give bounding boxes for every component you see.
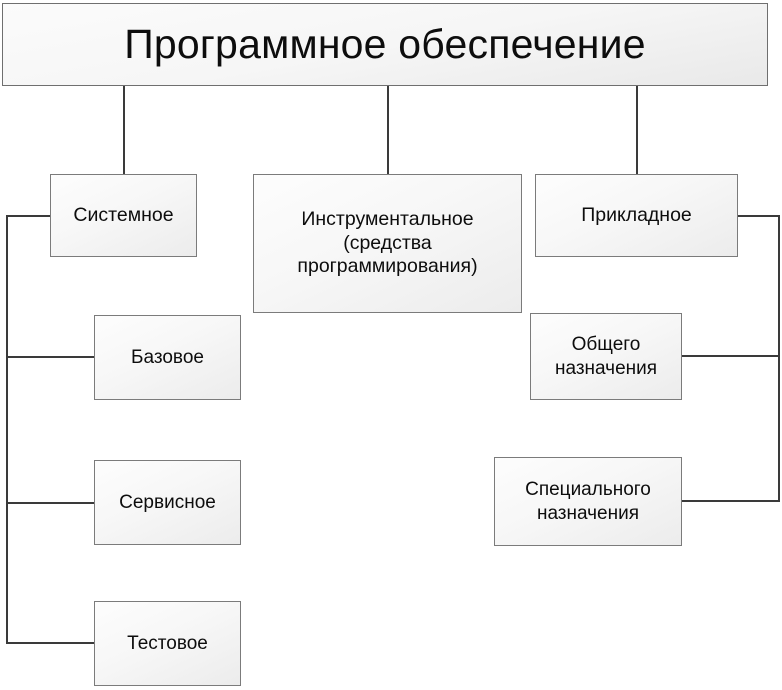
node-system-software: Системное — [50, 174, 197, 257]
right-bracket-branch-general — [681, 355, 780, 357]
node-root-software: Программное обеспечение — [2, 3, 768, 86]
node-instrumental-software: Инструментальное (средства программирова… — [253, 174, 522, 313]
left-bracket-branch-system — [6, 215, 52, 217]
left-bracket-branch-service — [6, 502, 96, 504]
node-base-software: Базовое — [94, 315, 241, 400]
left-bracket-branch-base — [6, 356, 96, 358]
left-bracket-branch-test — [6, 642, 96, 644]
left-bracket-spine — [6, 215, 8, 644]
right-bracket-branch-special — [681, 500, 780, 502]
node-test-software: Тестовое — [94, 601, 241, 686]
connector-root-to-instrumental — [387, 86, 389, 175]
node-service-software: Сервисное — [94, 460, 241, 545]
connector-root-to-system — [123, 86, 125, 175]
node-applied-software: Прикладное — [535, 174, 738, 257]
connector-root-to-applied — [636, 86, 638, 175]
node-special-purpose-software: Специального назначения — [494, 457, 682, 546]
right-bracket-spine — [778, 215, 780, 502]
right-bracket-branch-applied — [737, 215, 780, 217]
node-general-purpose-software: Общего назначения — [530, 313, 682, 400]
